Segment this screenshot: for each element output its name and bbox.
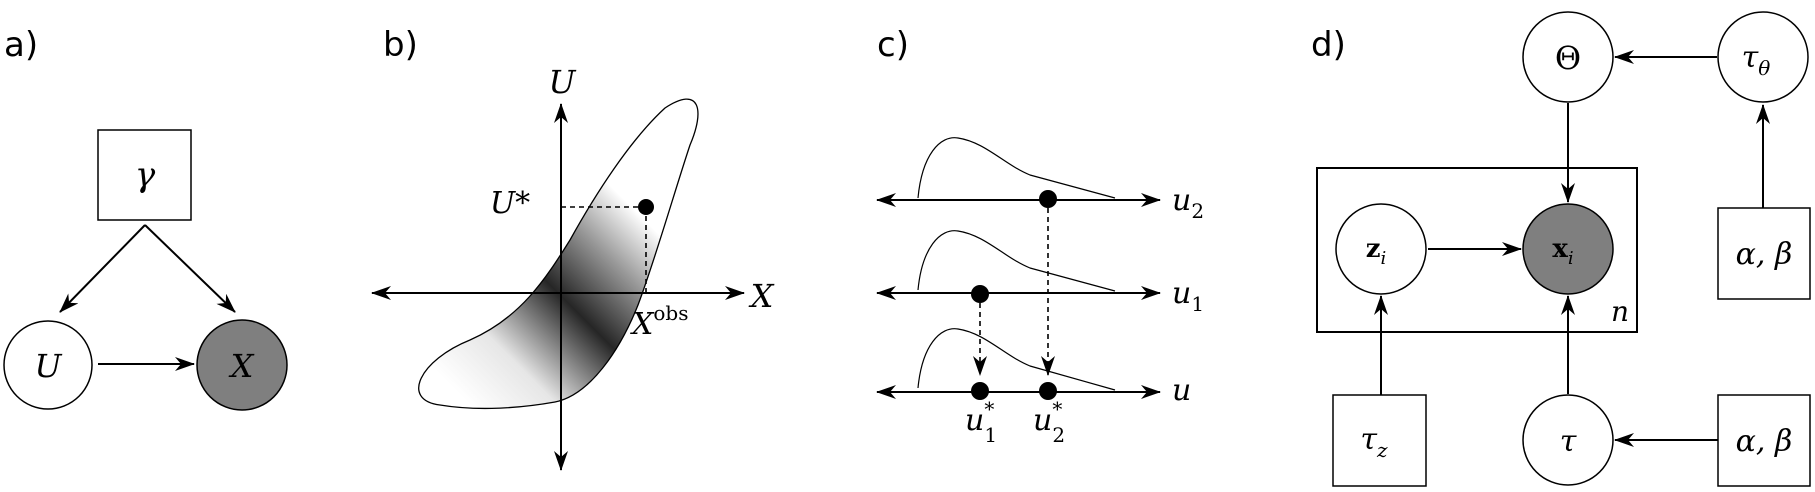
- plate-n-label: n: [1611, 295, 1629, 328]
- tau-theta-base: τ: [1742, 40, 1759, 75]
- x-base: x: [1552, 234, 1568, 264]
- label-u1-star-sub: 1: [984, 423, 997, 447]
- label-u2-star-sup: *: [1052, 397, 1062, 421]
- label-u1: u1: [1172, 276, 1204, 316]
- label-u1-sub: 1: [1191, 292, 1204, 316]
- x-axis-label: X: [748, 277, 775, 315]
- plate: [1316, 167, 1638, 333]
- u-star-base: U*: [490, 186, 530, 221]
- tau-z-sub: z: [1376, 438, 1388, 462]
- x-obs-sup: obs: [653, 301, 688, 325]
- point-u2: [1039, 190, 1057, 208]
- tau-theta-label: τθ: [1742, 40, 1771, 80]
- z-sub: i: [1381, 248, 1387, 269]
- sample-point: [638, 199, 654, 215]
- label-u1-star-sup: *: [984, 397, 994, 421]
- panel-d-label: d): [1311, 25, 1346, 65]
- gamma-label: γ: [135, 155, 156, 195]
- u-node: [3, 320, 93, 410]
- z-base: z: [1366, 234, 1381, 264]
- x-obs-base: X: [630, 307, 655, 342]
- panel-b: b) U X U* Xobs: [371, 25, 775, 471]
- tau-theta-sub: θ: [1758, 56, 1770, 80]
- tau-z-label: τz: [1360, 422, 1388, 462]
- edge-gamma-x: [144, 224, 236, 313]
- panel-c-label: c): [877, 25, 909, 65]
- alpha-beta-top-label: α, β: [1736, 237, 1793, 272]
- panel-b-label: b): [383, 25, 418, 65]
- panel-a: a) γ U X: [3, 25, 288, 411]
- x-node-label: X: [228, 347, 255, 385]
- label-u2-star-sub: 2: [1052, 423, 1065, 447]
- theta-label: Θ: [1555, 39, 1581, 77]
- alpha-beta-bottom-node: [1717, 394, 1811, 487]
- tau-label: τ: [1560, 424, 1577, 459]
- label-u1-star: u*1: [965, 397, 997, 447]
- z-node: [1335, 203, 1427, 295]
- label-u1-star-base: u: [965, 403, 984, 438]
- label-u2: u2: [1172, 183, 1204, 223]
- point-u1-star: [971, 382, 989, 400]
- label-u2-star-base: u: [1033, 403, 1052, 438]
- theta-node: [1522, 11, 1614, 103]
- alpha-beta-bottom-label: α, β: [1736, 424, 1793, 459]
- x-node-observed: [1522, 203, 1614, 295]
- label-u2-star: u*2: [1033, 397, 1065, 447]
- x-sub: i: [1568, 248, 1574, 269]
- u-axis-label: U: [549, 63, 577, 101]
- x-node: [196, 319, 288, 411]
- x-obs-label: Xobs: [630, 301, 688, 342]
- tau-theta-node: [1717, 11, 1809, 103]
- gamma-node: [97, 129, 192, 221]
- label-u: u: [1172, 373, 1191, 408]
- density-curve-u2: [917, 137, 1116, 199]
- label-u2-sub: 2: [1191, 199, 1204, 223]
- label-u2-base: u: [1172, 183, 1191, 218]
- panel-c: c) u2 u1 u u*1 u*2: [876, 25, 1204, 447]
- z-label: zi: [1366, 234, 1387, 269]
- density-curve-u1: [917, 230, 1116, 292]
- tau-z-node: [1332, 394, 1427, 487]
- density-curve-u: [917, 328, 1116, 391]
- density-region: [418, 98, 699, 410]
- label-u1-base: u: [1172, 276, 1191, 311]
- x-label: xi: [1552, 234, 1573, 269]
- point-u2-star: [1039, 382, 1057, 400]
- tau-z-base: τ: [1360, 422, 1377, 457]
- u-star-label: U*: [490, 186, 530, 221]
- panel-d: d) n Θ τθ α, β zi xi τz: [1311, 11, 1811, 487]
- panel-a-label: a): [4, 25, 38, 65]
- tau-node: [1522, 394, 1614, 486]
- alpha-beta-top-node: [1717, 207, 1811, 300]
- u-node-label: U: [35, 347, 63, 385]
- edge-gamma-u: [59, 224, 146, 313]
- point-u1: [971, 285, 989, 303]
